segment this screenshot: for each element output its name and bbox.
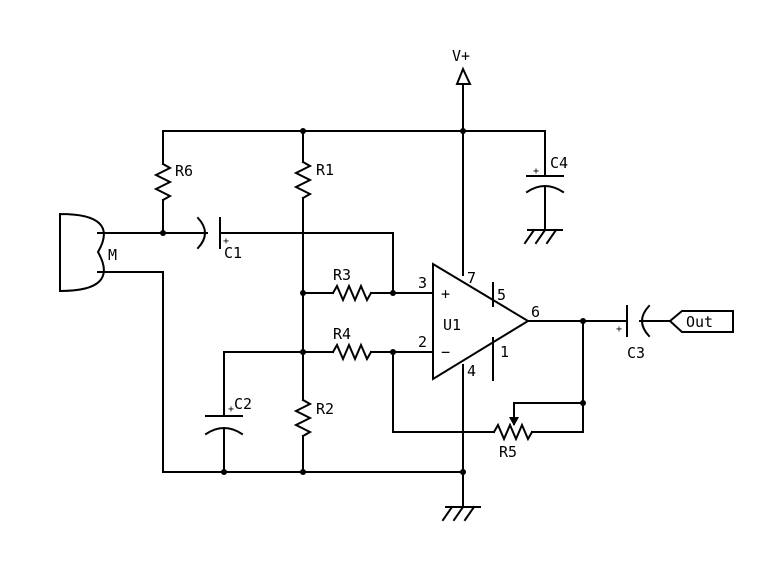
- c2-label: C2: [234, 395, 252, 413]
- resistor-r3: R3: [302, 266, 434, 303]
- microphone-icon: [58, 212, 105, 293]
- resistor-r4: R4: [223, 325, 434, 362]
- microphone: M: [58, 212, 164, 473]
- resistor-r6: R6: [153, 130, 193, 234]
- r6-label: R6: [175, 162, 193, 180]
- capacitor-c2: + C2: [204, 351, 252, 473]
- opamp-minus: −: [441, 343, 450, 361]
- opamp-plus: +: [441, 285, 450, 303]
- pin-6: 6: [531, 303, 540, 321]
- c2-polarity: +: [228, 404, 234, 415]
- c4-polarity: +: [533, 166, 539, 177]
- r5-label: R5: [499, 443, 517, 461]
- resistor-r2: R2: [293, 351, 334, 473]
- c3-label: C3: [627, 344, 645, 362]
- pin-1: 1: [500, 343, 509, 361]
- junction-dots: [160, 128, 586, 475]
- pin-7: 7: [467, 269, 476, 287]
- opamp-triangle-icon: [432, 262, 530, 381]
- mic-label: M: [108, 246, 117, 264]
- c1-label: C1: [224, 244, 242, 262]
- potentiometer-r5: R5: [392, 320, 584, 461]
- capacitor-c3: + C3: [582, 304, 671, 362]
- capacitor-c4: + C4: [525, 130, 568, 231]
- opamp-u1: + − U1 3 2 7 5 6 1 4: [418, 262, 584, 381]
- resistor-r1: R1: [293, 130, 334, 294]
- c1-polarity: +: [223, 236, 229, 247]
- supply-label: V+: [452, 47, 470, 65]
- ground-icon: [523, 228, 563, 245]
- ground-icon: [441, 505, 481, 522]
- wiper-arrow-icon: [509, 417, 519, 426]
- supply-arrow-icon: [455, 66, 472, 85]
- output-port-icon: [668, 310, 734, 333]
- pin-3: 3: [418, 274, 427, 292]
- pin-2: 2: [418, 333, 427, 351]
- pin-4: 4: [467, 362, 476, 380]
- opamp-label: U1: [443, 316, 461, 334]
- r2-label: R2: [316, 400, 334, 418]
- r3-label: R3: [333, 266, 351, 284]
- supply-vplus: V+: [452, 47, 472, 276]
- output-port: Out: [668, 310, 734, 333]
- c3-polarity: +: [616, 324, 622, 335]
- r1-label: R1: [316, 161, 334, 179]
- r4-label: R4: [333, 325, 351, 343]
- output-label: Out: [686, 313, 713, 331]
- c4-label: C4: [550, 154, 568, 172]
- capacitor-c1: + C1: [162, 216, 394, 294]
- pin-5: 5: [497, 286, 506, 304]
